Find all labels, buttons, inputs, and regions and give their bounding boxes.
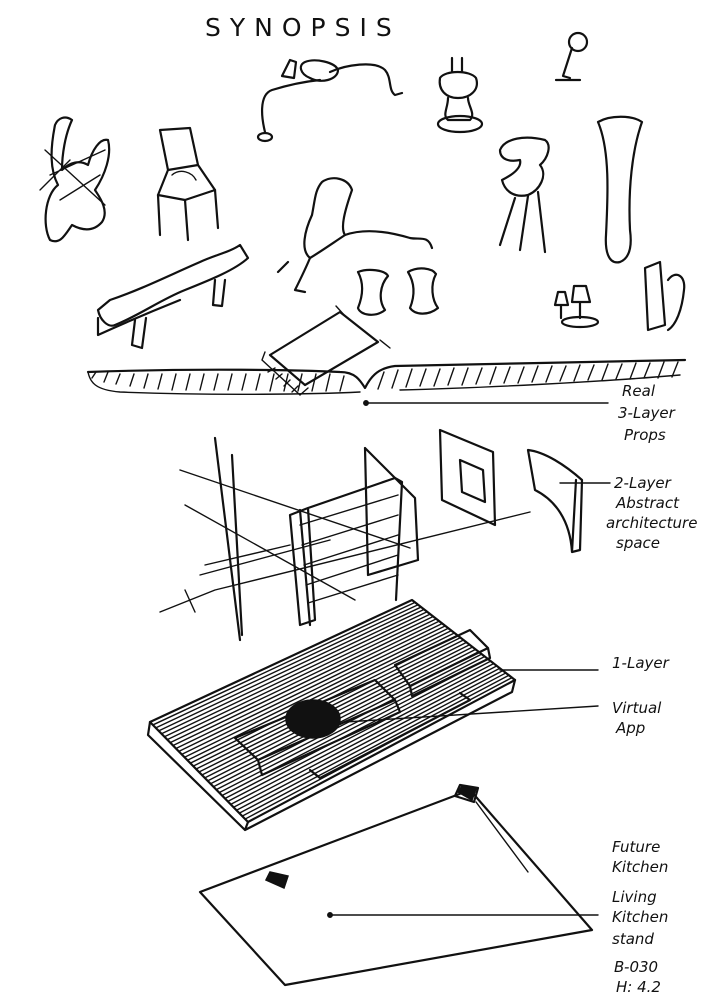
label-2-layer: 2-Layer [614, 474, 672, 492]
platform-hatch-line [183, 627, 450, 758]
platform-hatch-line [152, 601, 416, 726]
label-props: Props [624, 426, 666, 444]
platform-hatch-line [238, 672, 507, 814]
label-real: Real [622, 382, 656, 400]
virtual-app-marker [285, 699, 341, 739]
platform-hatch-line [227, 662, 495, 803]
stool-right-sketch [406, 267, 440, 315]
stool-left-sketch [356, 268, 390, 316]
label-stand: stand [612, 930, 654, 948]
platform-hatch-line [189, 632, 456, 764]
candle-lamps-sketch [553, 284, 600, 329]
platform-hatch-line [218, 655, 486, 794]
platform-hatch-line [224, 660, 492, 800]
platform-hatch-line [175, 620, 440, 750]
label-3-layer: 3-Layer [618, 404, 676, 422]
label-future: Future [612, 838, 660, 856]
platform-hatch-line [232, 667, 501, 808]
platform-hatch-line [206, 646, 474, 782]
label-kitchen: Kitchen [612, 858, 668, 876]
label-code: B-030 [614, 958, 658, 976]
platform-hatch-line [155, 604, 419, 729]
sculpture-sketch [643, 260, 686, 332]
arc-lamp-sketch [256, 58, 404, 143]
sketch-title: SYNOPSIS [205, 13, 401, 42]
platform-hatch-line [169, 615, 434, 744]
platform-hatch-line [186, 629, 453, 761]
platform-hatch-line [166, 613, 431, 741]
platform-hatch-line [230, 665, 498, 806]
curly-chair-sketch [498, 136, 550, 254]
virtual-app-layer [146, 598, 517, 832]
platform-hatch-line [235, 669, 504, 811]
label-space: space [616, 534, 660, 552]
label-abstract: Abstract [615, 494, 680, 512]
props-layer [39, 31, 687, 396]
label-height: H: 4.2 [616, 978, 661, 996]
platform-hatch-line [178, 622, 443, 753]
platform-hatch-line [181, 625, 447, 756]
future-kitchen-floor [198, 783, 594, 987]
platform-hatch-line [163, 611, 428, 738]
label-1-layer: 1-Layer [612, 654, 670, 672]
floor-lamp-sketch [596, 115, 644, 264]
label-architecture: architecture [606, 514, 697, 532]
platform-hatch-line [209, 648, 477, 785]
small-lamp-sketch [554, 31, 589, 82]
label-kitchen-2: Kitchen [612, 908, 668, 926]
platform-hatch-line [157, 606, 422, 732]
platform-hatch-line [241, 674, 510, 817]
leader-line-virtual-app [344, 705, 599, 723]
platform-hatch-line [172, 618, 437, 747]
bench-sketch [96, 243, 250, 350]
abstract-architecture-layer [159, 428, 611, 642]
label-living: Living [612, 888, 657, 906]
ground-line [86, 358, 687, 390]
wire-chair-sketch [39, 116, 111, 243]
platform-hatch-line [160, 608, 425, 735]
lounge-chair-sketch [276, 177, 434, 294]
rug-sketch [261, 305, 391, 396]
label-virtual: Virtual [612, 699, 662, 717]
chair-sketch [156, 126, 220, 242]
label-app: App [615, 719, 645, 737]
table-lamp-sketch [436, 56, 484, 134]
